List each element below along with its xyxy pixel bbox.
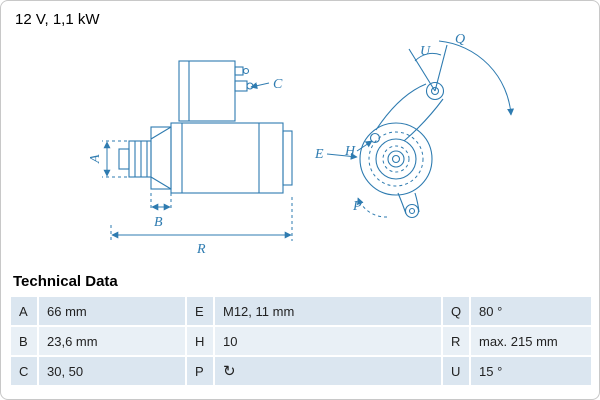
technical-data-table: A 66 mm E M12, 11 mm Q 80 ° B 23,6 mm H … bbox=[9, 295, 593, 387]
param-value: 30, 50 bbox=[39, 357, 185, 385]
dim-label-r: R bbox=[196, 242, 206, 257]
dim-label-u: U bbox=[420, 44, 431, 59]
dim-label-b: B bbox=[154, 215, 163, 230]
param-value: 15 ° bbox=[471, 357, 591, 385]
table-title: Technical Data bbox=[13, 273, 118, 290]
voltage-power-rating: 12 V, 1,1 kW bbox=[15, 11, 100, 28]
param-value: M12, 11 mm bbox=[215, 297, 441, 325]
dim-label-a: A bbox=[88, 154, 103, 164]
param-key: E bbox=[187, 297, 213, 325]
dim-label-e: E bbox=[314, 147, 324, 162]
param-value: 10 bbox=[215, 327, 441, 355]
param-value: max. 215 mm bbox=[471, 327, 591, 355]
param-value: 23,6 mm bbox=[39, 327, 185, 355]
param-key: U bbox=[443, 357, 469, 385]
table-row: C 30, 50 P ↻ U 15 ° bbox=[11, 357, 591, 385]
table-row: A 66 mm E M12, 11 mm Q 80 ° bbox=[11, 297, 591, 325]
starter-front-view: U Q E H P bbox=[314, 32, 515, 219]
technical-drawing: C A B R bbox=[1, 27, 599, 275]
dim-label-c: C bbox=[273, 77, 283, 92]
table-row: B 23,6 mm H 10 R max. 215 mm bbox=[11, 327, 591, 355]
param-value: 80 ° bbox=[471, 297, 591, 325]
param-key: A bbox=[11, 297, 37, 325]
starter-motor-drawing: C A B R bbox=[88, 32, 515, 257]
rotation-cw-icon: ↻ bbox=[223, 362, 236, 380]
param-key: P bbox=[187, 357, 213, 385]
param-key: Q bbox=[443, 297, 469, 325]
param-key: R bbox=[443, 327, 469, 355]
param-value: ↻ bbox=[215, 357, 441, 385]
param-key: C bbox=[11, 357, 37, 385]
param-value: 66 mm bbox=[39, 297, 185, 325]
param-key: H bbox=[187, 327, 213, 355]
dim-label-p: P bbox=[352, 199, 362, 214]
param-key: B bbox=[11, 327, 37, 355]
dim-label-h: H bbox=[344, 144, 356, 159]
dim-label-q: Q bbox=[455, 32, 465, 47]
starter-side-view: C A B R bbox=[88, 60, 293, 257]
